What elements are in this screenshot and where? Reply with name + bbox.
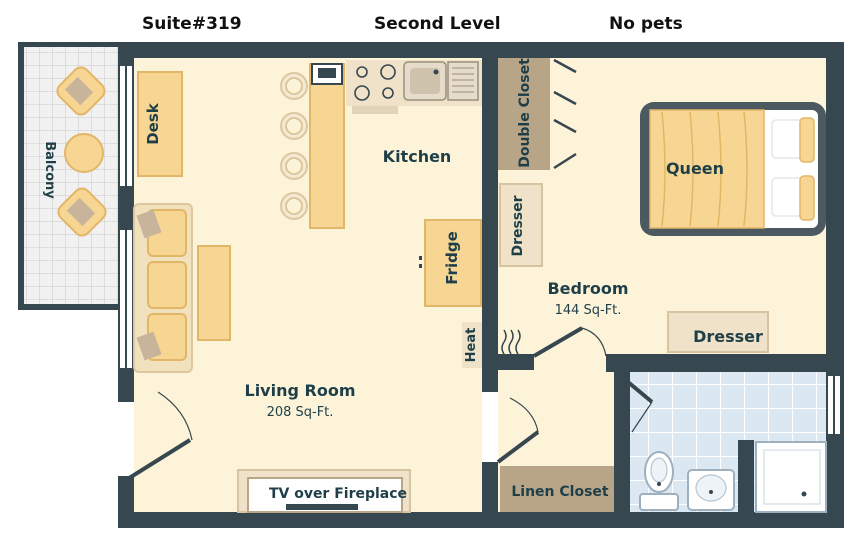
coffee-table	[197, 245, 231, 341]
double-closet-label: Double Closet	[517, 58, 533, 168]
dresser-left-label: Dresser	[510, 195, 526, 256]
heat-label: Heat	[464, 328, 479, 363]
queen-bed: Queen	[640, 102, 826, 236]
desk: Desk	[137, 71, 183, 177]
queen-bed-label: Queen	[666, 159, 724, 178]
dresser-right: Dresser	[667, 311, 769, 353]
kitchen-island	[309, 63, 345, 229]
fridge-label: Fridge	[443, 231, 461, 284]
toilet-icon	[639, 451, 679, 511]
stove-icon	[354, 64, 396, 101]
balcony-label: Balcony	[42, 141, 57, 199]
heat-wave-icon	[501, 329, 521, 355]
windows	[120, 66, 840, 434]
dresser-right-label: Dresser	[693, 327, 763, 346]
sink-bathroom-icon	[687, 469, 735, 511]
fireplace-tv: TV over Fireplace	[237, 469, 411, 513]
fridge: Fridge	[419, 219, 482, 307]
pets-policy: No pets	[609, 14, 683, 34]
bedroom-area: 144 Sq-Ft.	[555, 303, 622, 318]
double-closet: Double Closet	[498, 58, 550, 170]
sink-icon	[403, 61, 479, 101]
level-label: Second Level	[374, 14, 501, 34]
balcony-chair-bottom	[57, 187, 107, 237]
linen-closet: Linen Closet	[500, 466, 614, 512]
shower-icon	[755, 441, 827, 513]
tv-label: TV over Fireplace	[269, 486, 407, 502]
doors	[124, 58, 654, 482]
kitchen-counter	[346, 60, 482, 114]
desk-label: Desk	[144, 102, 162, 145]
linen-closet-label: Linen Closet	[511, 484, 609, 500]
dresser-left: Dresser	[499, 183, 543, 267]
heat-vent: Heat	[462, 322, 482, 368]
kitchen-label: Kitchen	[383, 147, 452, 166]
bar-stools	[280, 72, 308, 220]
balcony-chair-top	[56, 66, 106, 116]
living-room-area: 208 Sq-Ft.	[267, 405, 334, 420]
bedroom-label: Bedroom	[547, 279, 628, 298]
balcony-table	[64, 133, 104, 173]
suite-number: Suite#319	[142, 14, 242, 34]
balcony	[18, 42, 118, 310]
sofa	[133, 203, 193, 373]
living-room-label: Living Room	[245, 381, 356, 400]
